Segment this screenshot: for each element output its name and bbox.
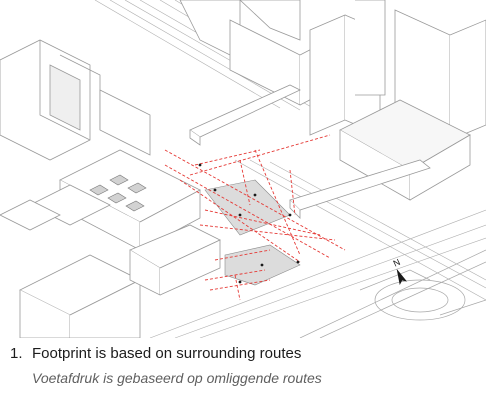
caption-subtitle: Voetafdruk is gebaseerd op omliggende ro… [32, 370, 322, 386]
route-lines [164, 134, 346, 301]
north-arrow-icon [396, 268, 408, 285]
caption-title: 1. Footprint is based on surrounding rout… [10, 345, 301, 362]
caption-title-text: Footprint is based on surrounding routes [32, 345, 302, 362]
station-complex [0, 149, 201, 251]
caption-number: 1. [10, 345, 23, 362]
tower-buildings-east [309, 0, 486, 201]
axonometric-site-drawing: N [0, 0, 486, 338]
building-block-southwest [19, 224, 221, 338]
elevated-bridge [189, 84, 431, 219]
route-nodes [198, 163, 300, 284]
building-block-north [179, 0, 326, 106]
road-and-roundabout [299, 249, 486, 338]
north-label: N [392, 257, 402, 269]
building-block-northwest [0, 39, 151, 161]
north-arrow: N [392, 257, 408, 285]
